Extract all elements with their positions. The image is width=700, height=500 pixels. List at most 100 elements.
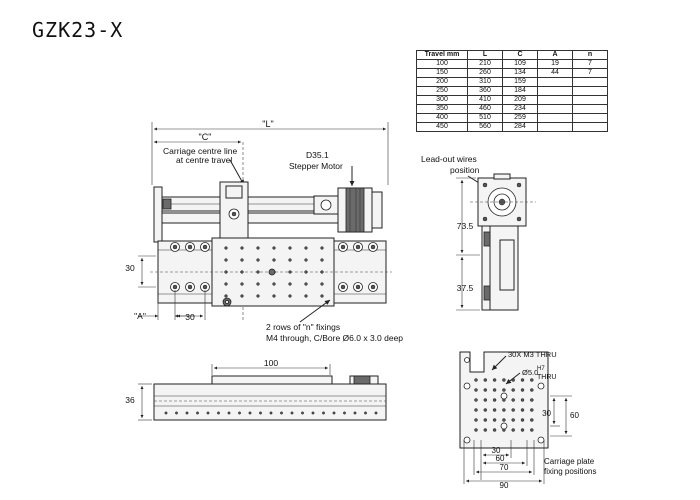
m3-note: 30X M3 THRU	[508, 350, 557, 359]
dim-37-5: 37.5	[457, 283, 474, 293]
carriage-hole	[256, 282, 260, 286]
side-hole	[374, 411, 378, 415]
plate-dim-60v: 60	[570, 411, 579, 420]
plate-hole	[520, 418, 525, 422]
plate-hole	[483, 388, 488, 392]
plate-hole	[511, 408, 515, 412]
plate-hole	[492, 388, 497, 392]
fixings-note-1: 2 rows of "n" fixings	[266, 322, 340, 332]
fixing-hole-core	[172, 244, 178, 250]
fixing-hole-core	[355, 284, 361, 290]
bore-note-a: Ø5.0	[522, 368, 538, 377]
plate-hole	[530, 418, 534, 422]
plate-hole	[492, 408, 497, 412]
carriage-hole	[224, 282, 228, 286]
plate-hole	[483, 428, 488, 432]
table-header-row: Travel mm L C A n	[416, 50, 608, 60]
dim-30-left: 30	[125, 263, 135, 273]
side-hole	[364, 411, 367, 415]
top-view: "L" "C" Carriage centre line at centre t…	[125, 119, 403, 343]
side-hole	[227, 411, 231, 415]
plate-caption-2: fixing positions	[544, 467, 596, 476]
plate-hole	[474, 378, 478, 382]
fixing-hole-core	[340, 244, 346, 250]
side-hole	[185, 411, 189, 415]
carriage-hole	[240, 282, 244, 286]
page-title: GZK23-X	[32, 18, 124, 42]
fixing-hole-core	[187, 284, 193, 290]
plate-hole-grid	[474, 378, 534, 432]
plate-hole	[520, 398, 525, 402]
plate-hole	[502, 378, 506, 382]
carriage-centre-label-1: Carriage centre line	[163, 146, 237, 156]
plate-hole	[502, 388, 506, 392]
fixing-hole-core	[370, 244, 376, 250]
side-hole	[353, 411, 357, 415]
plate-dim-60h: 60	[496, 454, 505, 463]
leadout-label-2: position	[450, 165, 480, 175]
side-hole	[248, 411, 252, 415]
plate-dim-30v: 30	[542, 409, 551, 418]
carriage-hole	[240, 258, 244, 262]
motor-label-2: Stepper Motor	[289, 161, 343, 171]
side-hole	[311, 411, 315, 415]
side-hole	[164, 411, 168, 415]
end-view: Lead-out wires position 73.5 37.5	[421, 154, 536, 311]
carriage-hole	[224, 270, 228, 274]
dim-30-bottom: 30	[185, 312, 195, 322]
side-hole	[206, 411, 210, 415]
bore-note-sup: H7	[537, 366, 545, 372]
plate-hole	[502, 418, 506, 422]
fixing-holes-row-top	[170, 242, 378, 252]
fixing-hole-core	[172, 284, 178, 290]
carriage-hole	[272, 282, 276, 286]
side-hole	[269, 411, 273, 415]
plate-hole	[483, 408, 488, 412]
fixing-hole-core	[202, 284, 208, 290]
carriage-hole	[240, 270, 244, 274]
plate-hole	[511, 428, 515, 432]
carriage-hole	[288, 246, 292, 250]
fixing-holes-row-bottom	[170, 282, 378, 292]
plate-dim-70h: 70	[500, 463, 509, 472]
plate-hole	[530, 408, 534, 412]
carriage-hole	[288, 270, 292, 274]
carriage-hole	[304, 270, 308, 274]
carriage-hole	[256, 258, 260, 262]
plate-hole	[474, 398, 478, 402]
plate-hole	[511, 418, 515, 422]
plate-hole	[530, 398, 534, 402]
fixing-hole-core	[202, 244, 208, 250]
plate-hole	[483, 398, 488, 402]
side-hole	[343, 411, 346, 415]
plate-hole	[474, 428, 478, 432]
side-hole	[259, 411, 262, 415]
dim-a-label: "A"	[134, 311, 146, 321]
side-slot-marks	[164, 411, 378, 415]
plate-bore	[500, 422, 508, 430]
side-hole	[175, 411, 178, 415]
plate-dim-30h: 30	[492, 446, 501, 455]
carriage-hole	[304, 294, 308, 298]
carriage-hole	[304, 246, 308, 250]
side-view: 100 36	[125, 358, 387, 421]
plate-hole	[483, 378, 488, 382]
carriage-hole	[240, 246, 244, 250]
dim-100: 100	[264, 358, 278, 368]
plate-hole	[530, 428, 534, 432]
leadout-label-1: Lead-out wires	[421, 154, 477, 164]
fixing-hole-core	[370, 284, 376, 290]
plate-hole	[520, 388, 525, 392]
plate-hole	[492, 428, 497, 432]
motor-label-1: D35.1	[306, 150, 329, 160]
fixings-note-2: M4 through, C/Bore Ø6.0 x 3.0 deep	[266, 333, 403, 343]
carriage-hole	[272, 258, 276, 262]
plate-hole	[530, 378, 534, 382]
carriage-hole	[288, 282, 292, 286]
carriage-hole	[240, 294, 244, 298]
carriage-hole	[320, 270, 324, 274]
plate-hole	[520, 428, 525, 432]
plate-caption-1: Carriage plate	[544, 457, 595, 466]
